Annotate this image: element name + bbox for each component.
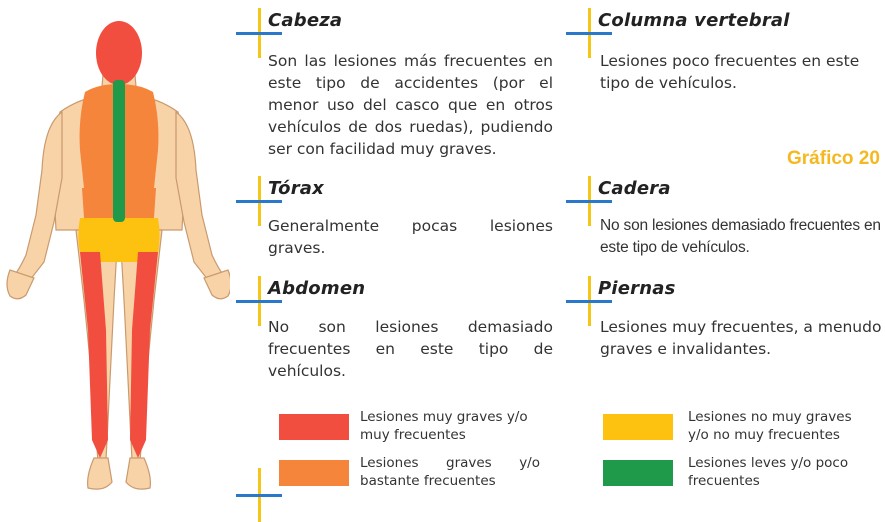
section-title: Cadera <box>598 178 671 199</box>
section-marker <box>566 300 612 303</box>
section-marker <box>236 200 282 203</box>
section-body: Lesiones muy frecuentes, a menudo graves… <box>600 318 882 358</box>
section-title: Piernas <box>598 278 676 299</box>
chart-label: Gráfico 20 <box>787 148 880 169</box>
section-marker <box>236 300 282 303</box>
section-body: No son lesiones demasiado frecuentes en … <box>600 217 881 256</box>
section-title: Tórax <box>268 178 324 199</box>
section-body: No son lesiones demasiado frecuentes en … <box>268 318 553 380</box>
legend-swatch-not-severe <box>603 414 673 440</box>
hip-zone <box>78 218 160 262</box>
legend-label: Lesiones muy graves y/o muy frecuentes <box>360 409 528 443</box>
right-leg-zone <box>130 252 158 458</box>
legend-label: Lesiones leves y/o poco frecuentes <box>688 455 849 489</box>
legend-swatch-very-severe <box>279 414 349 440</box>
section-body: Son las lesiones más frecuentes en este … <box>268 52 553 158</box>
section-title: Cabeza <box>268 10 343 31</box>
section-marker <box>566 32 612 35</box>
section-marker <box>236 32 282 35</box>
head-zone <box>96 21 142 85</box>
body-diagram <box>6 21 230 490</box>
section-body: Generalmente pocas lesiones graves. <box>268 217 553 257</box>
left-leg-zone <box>80 252 108 458</box>
decorative-marker <box>236 494 282 497</box>
legend-swatch-severe <box>279 460 349 486</box>
section-marker <box>566 200 612 203</box>
section-title: Columna vertebral <box>598 10 790 31</box>
legend-label: Lesiones graves y/o bastante frecuentes <box>360 455 540 489</box>
section-title: Abdomen <box>268 278 366 299</box>
section-body: Lesiones poco frecuentes en este tipo de… <box>600 52 860 92</box>
spine-zone <box>113 80 125 222</box>
legend-label: Lesiones no muy graves y/o no muy frecue… <box>688 409 852 443</box>
legend-swatch-mild <box>603 460 673 486</box>
